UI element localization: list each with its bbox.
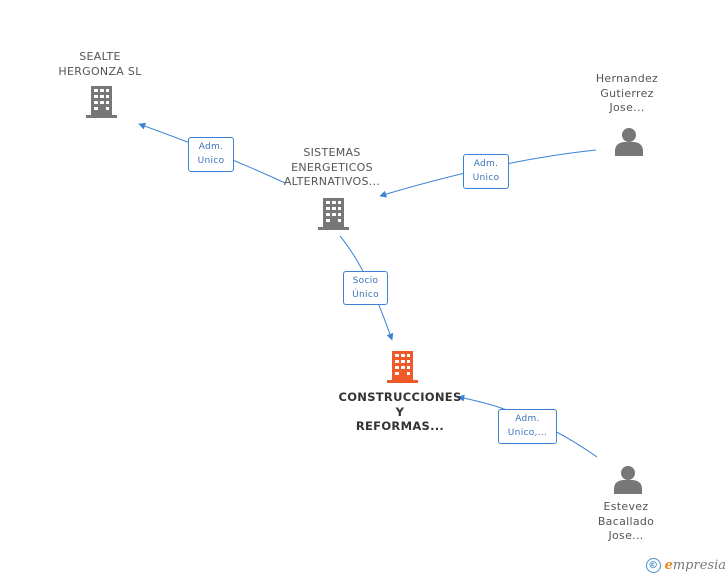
node-label-line: HERGONZA SL (58, 64, 142, 78)
edge-label-line: Unico (197, 156, 225, 166)
edge-label-line: Socio (352, 276, 379, 286)
node-label-line: SISTEMAS (303, 146, 361, 159)
edge-label-line: Único (352, 290, 379, 300)
person-icon (614, 466, 642, 494)
building-main-icon (387, 351, 418, 383)
edge-label-line: Unico,... (507, 428, 548, 438)
node-label-line: ALTERNATIVOS... (283, 175, 381, 188)
node-label-line: Jose... (609, 101, 645, 114)
node-label-line: REFORMAS... (355, 419, 445, 433)
copyright-icon: © (645, 558, 661, 573)
edge-label-hernandez-to-sistemas: Adm. Unico (463, 154, 509, 189)
node-label-line: Gutierrez (600, 86, 654, 100)
node-label-line: Estevez (603, 500, 649, 513)
edge-label-line: Adm. (473, 159, 499, 169)
brand-initial: e (664, 558, 673, 573)
edge-label-line: Unico (472, 173, 500, 183)
edge-label-sistemas-to-sealte: Adm. Unico (188, 137, 234, 172)
edge-label-estevez-to-construcciones: Adm. Unico,... (498, 409, 557, 444)
node-label-line: ENERGETICOS (291, 160, 373, 174)
brand-logo: empresia (665, 558, 726, 573)
node-label-sistemas[interactable]: SISTEMAS ENERGETICOS ALTERNATIVOS... (268, 146, 396, 190)
person-icon (615, 128, 643, 156)
building-icon (86, 86, 117, 118)
node-label-line: SEALTE (79, 50, 121, 63)
edge-label-sistemas-to-construcciones: Socio Único (343, 271, 388, 305)
node-label-estevez[interactable]: Estevez Bacallado Jose... (571, 500, 681, 544)
node-label-construcciones[interactable]: CONSTRUCCIONES Y REFORMAS... (330, 390, 470, 434)
edge-label-line: Adm. (515, 414, 540, 424)
node-label-line: CONSTRUCCIONES (338, 390, 462, 404)
node-label-line: Jose... (608, 529, 644, 542)
node-label-sealte[interactable]: SEALTE HERGONZA SL (38, 50, 162, 79)
building-icon (318, 198, 349, 230)
edge-label-line: Adm. (198, 142, 224, 152)
footer-brand[interactable]: © empresia (645, 558, 726, 573)
node-label-hernandez[interactable]: Hernandez Gutierrez Jose... (572, 72, 682, 116)
node-label-line: Bacallado (597, 514, 655, 528)
node-label-line: Y (395, 404, 405, 419)
node-label-line: Hernandez (595, 72, 659, 85)
brand-rest: mpresia (672, 558, 726, 573)
